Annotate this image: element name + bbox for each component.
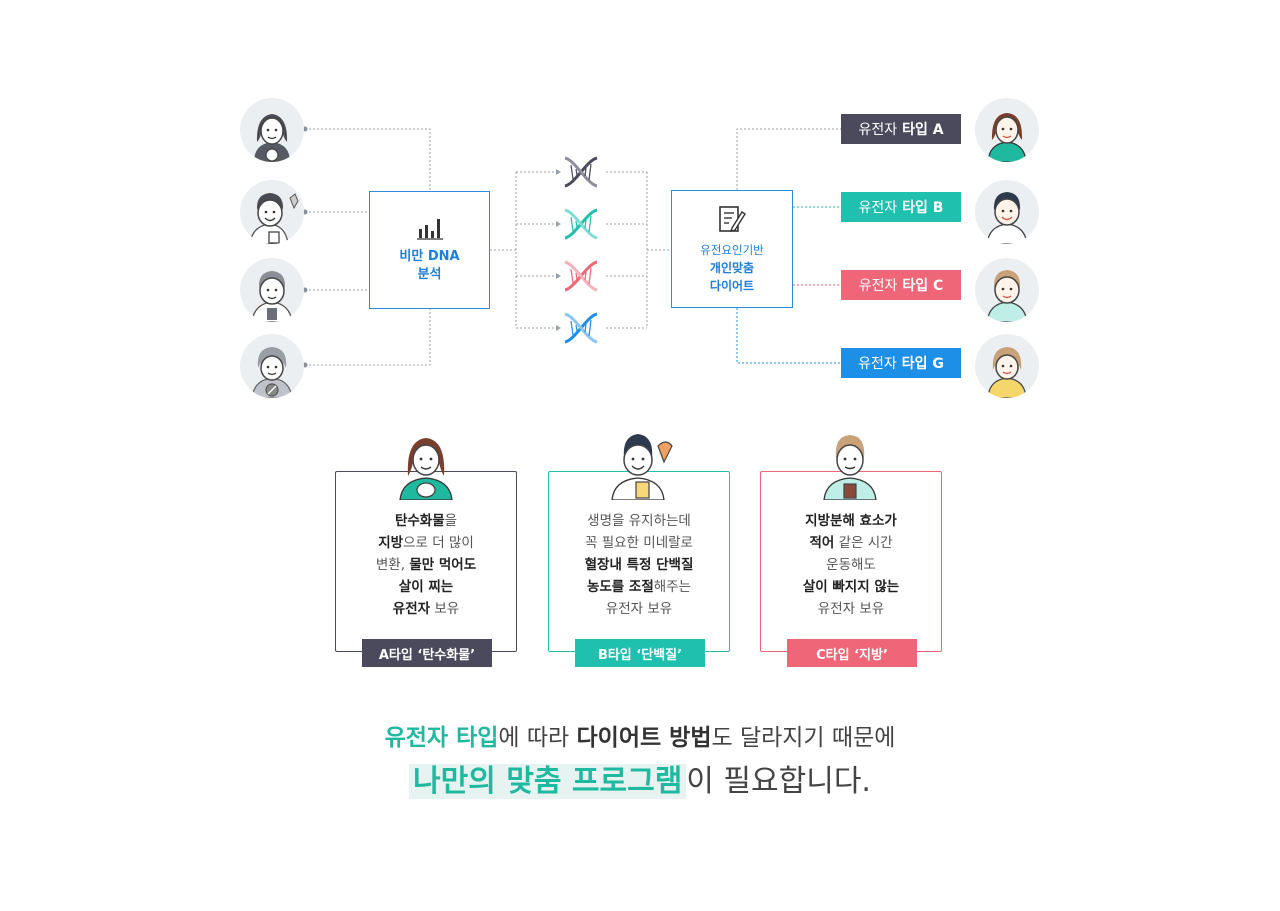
card-c-tag: C타입 ‘지방’: [787, 639, 917, 667]
hub-right-line2: 개인맞춤: [709, 260, 755, 275]
gene-type-b-name: 타입 B: [902, 200, 944, 216]
card-c-text: 지방분해 효소가 적어 같은 시간 운동해도 살이 빠지지 않는 유전자 보유: [802, 513, 900, 617]
type-c-person-avatar: [975, 258, 1039, 322]
bottom-line1-gene-type: 유전자 타입: [384, 725, 499, 751]
card-type-a: 탄수화물을 지방으로 더 많이 변환, 물만 먹어도 살이 찌는 유전자 보유 …: [335, 471, 517, 667]
bottom-line2-text: 이 필요합니다.: [686, 764, 871, 799]
document-pen-icon: [719, 205, 746, 232]
card-b-character: [611, 434, 673, 500]
bar-chart-icon: [416, 219, 443, 240]
gene-type-g-prefix: 유전자: [858, 356, 897, 372]
type-b-person-avatar: [975, 180, 1039, 244]
personalized-diet-box: 유전요인기반 개인맞춤 다이어트: [671, 190, 793, 308]
hub-left-line1: 비만 DNA: [399, 249, 460, 264]
bottom-line1-text-b: 도 달라지기 때문에: [711, 725, 896, 751]
person-avatar-3: [240, 258, 304, 322]
dna-icon-3: [564, 260, 598, 292]
card-a-text: 탄수화물을 지방으로 더 많이 변환, 물만 먹어도 살이 찌는 유전자 보유: [375, 513, 477, 617]
person-avatar-1: [240, 98, 304, 162]
hub-right-line1: 유전요인기반: [700, 242, 764, 257]
bottom-line1-text-a: 에 따라: [498, 725, 577, 751]
bottom-line1-diet-method: 다이어트 방법: [576, 725, 712, 751]
person-avatar-4: [240, 334, 304, 398]
gene-type-a-prefix: 유전자: [858, 122, 898, 138]
type-a-person-avatar: [975, 98, 1039, 162]
card-b-text: 생명을 유지하는데 꼭 필요한 미네랄로 혈장내 특정 단백질 농도를 조절해주…: [584, 513, 694, 617]
bottom-line2-program: 나만의 맞춤 프로그램: [409, 764, 687, 799]
hub-right-line3: 다이어트: [709, 278, 755, 293]
obesity-dna-analysis-box: 비만 DNA 분석: [369, 191, 490, 309]
gene-type-c-name: 타입 C: [902, 278, 944, 294]
card-type-c: 지방분해 효소가 적어 같은 시간 운동해도 살이 빠지지 않는 유전자 보유 …: [760, 471, 942, 667]
gene-type-c-prefix: 유전자: [858, 278, 898, 294]
person-avatar-2: [240, 180, 304, 244]
gene-type-a-name: 타입 A: [902, 122, 944, 138]
card-a-character: [399, 438, 453, 500]
hub-left-line2: 분석: [417, 267, 442, 282]
dna-icon-2: [564, 208, 598, 240]
card-b-tag: B타입 ‘단백질’: [575, 639, 705, 667]
gene-type-b-prefix: 유전자: [858, 200, 898, 216]
dna-icon-4: [564, 312, 598, 344]
card-c-character: [823, 435, 877, 500]
gene-type-g-name: 타입 G: [901, 356, 944, 372]
bottom-message-line1: 유전자 타입에 따라 다이어트 방법도 달라지기 때문에: [0, 718, 1280, 752]
type-g-person-avatar: [975, 334, 1039, 398]
dna-icon-1: [564, 156, 598, 188]
card-a-tag: A타입 ‘탄수화물’: [362, 639, 492, 667]
card-type-b: 생명을 유지하는데 꼭 필요한 미네랄로 혈장내 특정 단백질 농도를 조절해주…: [548, 471, 730, 667]
